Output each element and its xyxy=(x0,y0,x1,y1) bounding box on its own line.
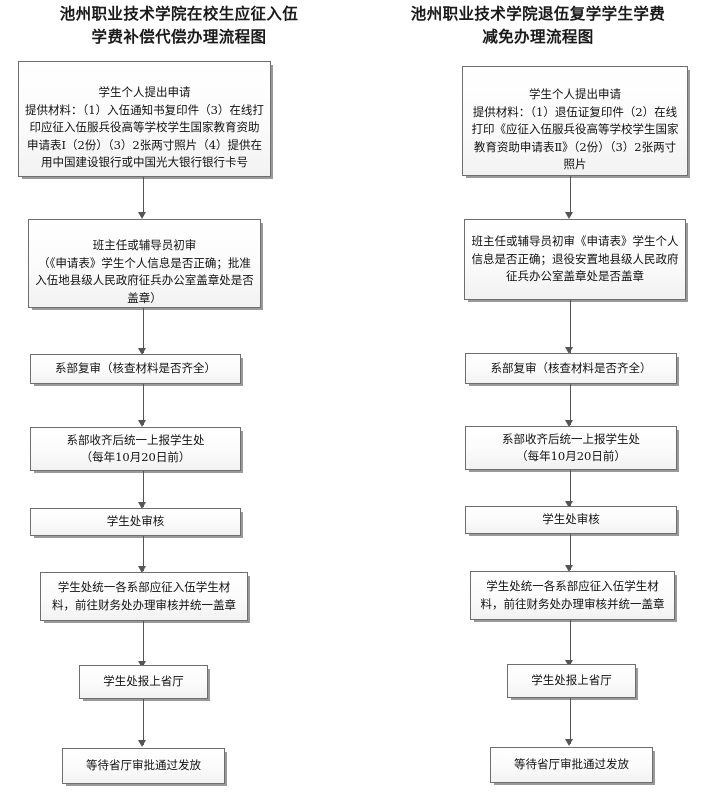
connector-4-5 xyxy=(570,470,571,506)
node-heading: 系部收齐后统一上报学生处 xyxy=(502,431,640,446)
connector-5-6 xyxy=(570,534,571,570)
node-await-provincial-approval-left[interactable]: 等待省厅审批通过发放 xyxy=(62,748,225,784)
node-body: （每年10月20日前） xyxy=(516,449,626,463)
connector-3-4 xyxy=(570,384,571,425)
node-body: 提供材料：（1）入伍通知书复印件（3）在线打印应征入伍服兵役高等学校学生国家教育… xyxy=(25,102,264,170)
flowchart-column-left: 池州职业技术学院在校生应征入伍 学费补偿代偿办理流程图 学生个人提出申请提供材料… xyxy=(0,0,358,794)
node-text: 学生处统一各系部应征入伍学生材料，前往财务处办理审核并统一盖章 xyxy=(52,580,236,612)
node-student-affairs-audit-right[interactable]: 学生处审核 xyxy=(465,506,677,534)
arrow-1-2 xyxy=(565,212,573,219)
connector-7-8 xyxy=(570,698,571,744)
node-report-to-province-left[interactable]: 学生处报上省厅 xyxy=(79,665,208,699)
connector-1-2 xyxy=(570,176,571,216)
node-department-review-left[interactable]: 系部复审（核查材料是否齐全） xyxy=(30,354,241,384)
node-text: 学生处审核 xyxy=(106,514,165,529)
node-text: 等待省厅审批通过发放 xyxy=(514,757,629,772)
connector-1-2 xyxy=(143,177,144,216)
connector-4-5 xyxy=(143,471,144,507)
node-text: 等待省厅审批通过发放 xyxy=(86,758,201,773)
arrow-7-8 xyxy=(565,739,573,746)
node-text: 班主任或辅导员初审《申请表》学生个人信息是否正确；退役安置地县级人民政府征兵办公… xyxy=(471,234,679,284)
arrow-7-8 xyxy=(138,740,146,747)
node-counselor-first-review-right[interactable]: 班主任或辅导员初审《申请表》学生个人信息是否正确；退役安置地县级人民政府征兵办公… xyxy=(464,219,686,300)
connector-6-7 xyxy=(570,620,571,665)
node-text: 系部复审（核查材料是否齐全） xyxy=(55,361,216,376)
page-title-left: 池州职业技术学院在校生应征入伍 学费补偿代偿办理流程图 xyxy=(59,4,299,46)
arrow-6-7 xyxy=(565,660,573,667)
node-body: （每年10月20日前） xyxy=(80,450,191,464)
connector-2-3 xyxy=(143,308,144,353)
node-text: 学生处报上省厅 xyxy=(531,673,612,688)
arrow-5-6 xyxy=(138,566,146,573)
connector-7-8 xyxy=(143,699,144,745)
node-student-affairs-audit-left[interactable]: 学生处审核 xyxy=(30,508,241,536)
page-title-right: 池州职业技术学院退伍复学学生学费 减免办理流程图 xyxy=(410,4,666,46)
node-text: 系部收齐后统一上报学生处 （每年10月20日前） xyxy=(472,413,670,483)
node-text: 学生处报上省厅 xyxy=(103,674,184,689)
node-text: 系部复审（核查材料是否齐全） xyxy=(490,360,652,375)
node-heading: 学生个人提出申请 xyxy=(98,85,191,99)
node-finance-office-seal-right[interactable]: 学生处统一各系部应征入伍学生材料，前往财务处办理审核并统一盖章 xyxy=(470,571,675,620)
arrow-2-3 xyxy=(565,347,573,354)
node-student-application-left[interactable]: 学生个人提出申请提供材料：（1）入伍通知书复印件（3）在线打印应征入伍服兵役高等… xyxy=(18,61,271,177)
arrow-3-4 xyxy=(565,420,573,427)
flowchart-column-right: 池州职业技术学院退伍复学学生学费 减免办理流程图 学生个人提出申请提供材料：（1… xyxy=(359,0,717,794)
node-student-application-right[interactable]: 学生个人提出申请提供材料：（1）退伍证复印件（2）在线打印《应征入伍服兵役高等学… xyxy=(462,66,688,176)
arrow-5-6 xyxy=(565,565,573,572)
arrow-2-3 xyxy=(138,348,146,355)
connector-6-7 xyxy=(143,621,144,666)
node-finance-office-seal-left[interactable]: 学生处统一各系部应征入伍学生材料，前往财务处办理审核并统一盖章 xyxy=(40,572,248,621)
connector-2-3 xyxy=(570,300,571,353)
node-department-submit-right[interactable]: 系部收齐后统一上报学生处 （每年10月20日前） xyxy=(465,426,677,470)
node-heading: 班主任或辅导员初审 xyxy=(92,238,197,253)
arrow-3-4 xyxy=(138,420,146,427)
arrow-4-5 xyxy=(138,502,146,509)
arrow-4-5 xyxy=(565,501,573,508)
node-body: （《申请表》学生个人信息是否正确；批准入伍地县级人民政府征兵办公室盖章处是否盖章… xyxy=(35,255,254,305)
node-department-review-right[interactable]: 系部复审（核查材料是否齐全） xyxy=(465,353,677,384)
node-body: 提供材料：（1）退伍证复印件（2）在线打印《应征入伍服兵役高等学校学生国家教育资… xyxy=(471,104,679,172)
arrow-1-2 xyxy=(138,212,146,219)
node-text: 学生处审核 xyxy=(542,512,600,527)
connector-3-4 xyxy=(143,384,144,425)
node-text: 学生处统一各系部应征入伍学生材料，前往财务处办理审核并统一盖章 xyxy=(480,579,665,611)
node-heading: 学生个人提出申请 xyxy=(529,87,621,101)
node-heading: 系部收齐后统一上报学生处 xyxy=(66,432,205,447)
node-counselor-first-review-left[interactable]: 班主任或辅导员初审 （《申请表》学生个人信息是否正确；批准入伍地县级人民政府征兵办… xyxy=(28,219,261,308)
node-text: 学生个人提出申请提供材料：（1）退伍证复印件（2）在线打印《应征入伍服兵役高等学… xyxy=(469,69,681,174)
node-text: 班主任或辅导员初审 （《申请表》学生个人信息是否正确；批准入伍地县级人民政府征兵办… xyxy=(35,220,254,308)
node-text: 学生个人提出申请提供材料：（1）入伍通知书复印件（3）在线打印应征入伍服兵役高等… xyxy=(25,67,264,172)
node-department-submit-left[interactable]: 系部收齐后统一上报学生处 （每年10月20日前） xyxy=(30,427,241,471)
node-text: 系部收齐后统一上报学生处 （每年10月20日前） xyxy=(37,414,234,484)
connector-5-6 xyxy=(143,536,144,571)
arrow-6-7 xyxy=(138,661,146,668)
node-report-to-province-right[interactable]: 学生处报上省厅 xyxy=(507,664,636,698)
node-await-provincial-approval-right[interactable]: 等待省厅审批通过发放 xyxy=(490,747,653,783)
